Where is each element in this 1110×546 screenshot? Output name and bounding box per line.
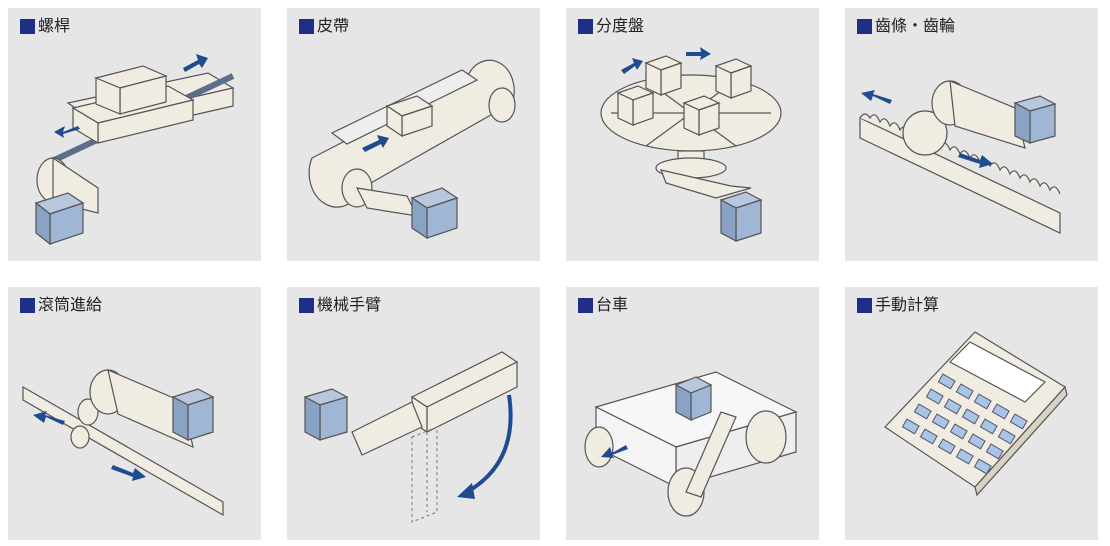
marker-square-icon bbox=[299, 18, 314, 34]
tile-cart[interactable]: 台車 bbox=[566, 287, 819, 540]
tile-ball-screw[interactable]: 螺桿 bbox=[8, 8, 261, 261]
tile-header: 齒條・齒輪 bbox=[857, 15, 955, 37]
tile-title: 皮帶 bbox=[317, 16, 350, 35]
tile-header: 皮帶 bbox=[299, 15, 349, 37]
tile-header: 手動計算 bbox=[857, 294, 939, 316]
marker-square-icon bbox=[857, 297, 872, 313]
tile-belt-conveyor[interactable]: 皮帶 bbox=[287, 8, 540, 261]
tile-header: 滾筒進給 bbox=[20, 294, 102, 316]
cart-illustration bbox=[584, 371, 798, 517]
tile-title: 機械手臂 bbox=[317, 295, 382, 314]
ball-screw-illustration bbox=[34, 54, 235, 246]
marker-square-icon bbox=[578, 18, 593, 34]
tile-calculator[interactable]: 手動計算 bbox=[845, 287, 1098, 540]
tile-title: 台車 bbox=[596, 295, 629, 314]
tile-rack-pinion[interactable]: 齒條・齒輪 bbox=[845, 8, 1098, 261]
marker-square-icon bbox=[578, 297, 593, 313]
tile-robot-arm[interactable]: 機械手臂 bbox=[287, 287, 540, 540]
tile-header: 台車 bbox=[578, 294, 628, 316]
robot-arm-illustration bbox=[303, 351, 519, 523]
tile-title: 手動計算 bbox=[875, 295, 940, 314]
rack-pinion-illustration bbox=[859, 80, 1061, 234]
tile-header: 機械手臂 bbox=[299, 294, 381, 316]
tile-header: 螺桿 bbox=[20, 15, 70, 37]
tile-header: 分度盤 bbox=[578, 15, 644, 37]
tile-title: 滾筒進給 bbox=[38, 295, 103, 314]
tile-roll-feed[interactable]: 滾筒進給 bbox=[8, 287, 261, 540]
marker-square-icon bbox=[20, 297, 35, 313]
marker-square-icon bbox=[857, 18, 872, 34]
marker-square-icon bbox=[299, 297, 314, 313]
tile-title: 齒條・齒輪 bbox=[875, 16, 956, 35]
tile-index-table[interactable]: 分度盤 bbox=[566, 8, 819, 261]
roll-feed-illustration bbox=[22, 368, 224, 517]
calculator-illustration bbox=[884, 331, 1068, 497]
marker-square-icon bbox=[20, 18, 35, 34]
belt-conveyor-illustration bbox=[308, 59, 516, 240]
tile-title: 分度盤 bbox=[596, 16, 645, 35]
tile-title: 螺桿 bbox=[38, 16, 71, 35]
index-table-illustration bbox=[600, 47, 782, 242]
